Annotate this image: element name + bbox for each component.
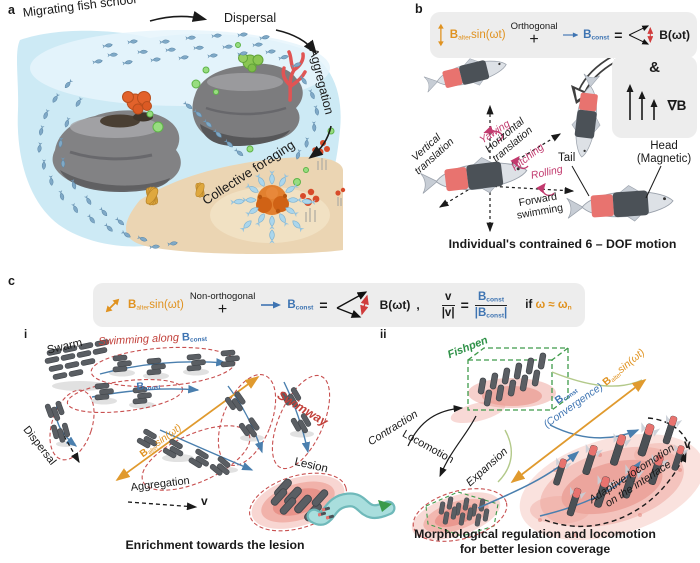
- velocity-label-ci: v: [201, 494, 208, 508]
- velocity-fraction: v|v|: [441, 291, 455, 319]
- panel-a-arrows: [149, 11, 332, 159]
- panel-a-letter: a: [8, 3, 15, 17]
- b-const-term: Bconst: [583, 28, 610, 42]
- gradient-b-symbol: ∇B: [667, 98, 687, 113]
- b-omega-t-c: B(ωt): [379, 298, 411, 312]
- dispersal-aggregation-arrows: [63, 435, 198, 511]
- vector-triangle-icon-c: [336, 291, 369, 318]
- plus-with-orthogonal: Orthogonal +: [511, 22, 558, 49]
- rock-right: [192, 63, 303, 146]
- b-alter-term-c: Baltersin(ωt): [128, 298, 184, 312]
- tube-exit-arrow: [378, 500, 392, 512]
- vector-triangle-icon: [629, 25, 654, 45]
- b-omega-t: B(ωt): [659, 28, 690, 42]
- velocity-dashed-path: [544, 417, 691, 528]
- resonance-condition: if ω ≈ ωn: [525, 298, 572, 312]
- diagonal-updown-arrow-icon: [105, 298, 120, 312]
- orthogonal-label: Orthogonal: [510, 20, 558, 32]
- plus-sign-c: +: [217, 301, 228, 319]
- rotation-arcs: [483, 125, 555, 197]
- delivery-tube: [306, 492, 396, 526]
- contracted-swarm: [411, 488, 508, 542]
- red-branching-coral: [281, 50, 307, 102]
- panel-a-illustration: [16, 11, 346, 255]
- panel-ci-caption: Enrichment towards the lesion: [125, 538, 305, 552]
- dispersal-label-a: Dispersal: [224, 11, 277, 25]
- panel-ci-letter: i: [24, 329, 28, 341]
- alternating-field-arrow-cii: [510, 378, 647, 484]
- panel-cii-caption-line2: for better lesion coverage: [459, 542, 611, 556]
- panel-b-letter: b: [415, 2, 423, 16]
- velocity-label-cii: v: [684, 437, 691, 451]
- panel-cii-caption-line1: Morphological regulation and locomotion: [414, 527, 656, 541]
- green-algae: [238, 53, 264, 73]
- orange-coral: [122, 91, 152, 115]
- equation-box-b: Baltersin(ωt) Orthogonal + Bconst = B(ωt…: [430, 12, 697, 58]
- panel-cii-letter: ii: [380, 329, 387, 341]
- updown-arrow-icon: [438, 23, 444, 47]
- panel-b-illustration: [419, 50, 675, 233]
- plus-with-non-orthogonal: Non-orthogonal +: [190, 292, 256, 319]
- foraging-site: [229, 169, 317, 245]
- gradient-field-box: & ∇B: [612, 56, 697, 138]
- gradient-arrows-icon: [626, 84, 658, 120]
- rock-left: [52, 110, 181, 192]
- b-const-term-c: Bconst: [287, 298, 314, 312]
- morphing-arrows: [407, 405, 477, 478]
- equals-sign-c: =: [319, 297, 328, 313]
- tail-label: Tail: [558, 152, 576, 164]
- head-magnetic-label: Head(Magnetic): [636, 140, 692, 165]
- ampersand: &: [649, 59, 660, 76]
- pointer-lines: [571, 165, 662, 199]
- plus-sign: +: [529, 31, 539, 49]
- yellow-fan-coral: [145, 182, 205, 206]
- b-alter-term: Baltersin(ωt): [449, 28, 506, 42]
- b-const-label-ci: Bconst: [135, 380, 161, 393]
- equation-banner-c: Baltersin(ωt) Non-orthogonal + Bconst = …: [93, 283, 585, 327]
- bconst-fraction: Bconst |Bconst|: [474, 290, 508, 320]
- tube-fish: [317, 506, 335, 520]
- panel-c-illustration: [44, 338, 700, 542]
- panel-b-caption: Individual's contrained 6 – DOF motion: [448, 237, 677, 251]
- equals-sign-c2: =: [460, 297, 469, 313]
- panel-c-letter: c: [8, 274, 15, 288]
- equals-sign: =: [614, 27, 623, 43]
- right-arrow-icon-c: [261, 301, 282, 309]
- non-orthogonal-label: Non-orthogonal: [189, 290, 256, 302]
- comma: ,: [416, 298, 420, 312]
- right-arrow-icon: [562, 32, 579, 38]
